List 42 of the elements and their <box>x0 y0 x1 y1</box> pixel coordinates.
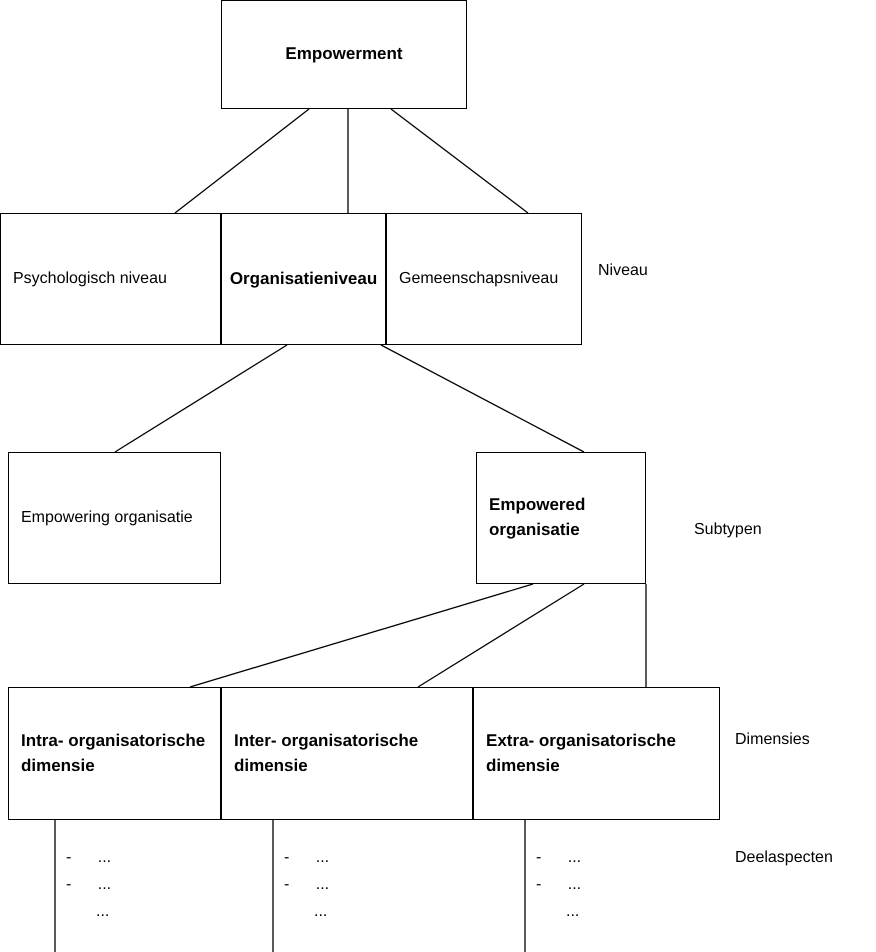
text-box <box>473 687 720 820</box>
list-item: - ... <box>284 875 330 895</box>
box-text: Gemeenschapsniveau <box>399 269 558 290</box>
list-item: ... <box>95 902 110 922</box>
level-label: Niveau <box>598 261 648 281</box>
connector-line <box>390 108 528 214</box>
text-box <box>476 452 646 584</box>
list-item: ... <box>313 902 328 922</box>
connector-line <box>174 108 310 214</box>
list-item: - ... <box>536 875 582 895</box>
box-text: Empowering organisatie <box>21 508 193 528</box>
list-item: ... <box>565 902 580 922</box>
box-text: Intra- organisatorische dimensie <box>21 730 206 776</box>
connector-line <box>114 344 288 453</box>
text-box <box>386 213 582 345</box>
connector-line <box>347 109 349 213</box>
text-box <box>221 687 473 820</box>
list-item: - ... <box>66 875 112 895</box>
level-label: Deelaspecten <box>735 848 833 868</box>
connector-line <box>380 344 584 453</box>
level-label: Dimensies <box>735 730 810 750</box>
connector-line <box>524 820 526 952</box>
box-text: Psychologisch niveau <box>13 269 167 290</box>
box-text: Inter- organisatorische dimensie <box>234 730 420 776</box>
text-box <box>0 213 221 345</box>
connector-line <box>190 583 534 688</box>
list-item: - ... <box>284 848 330 868</box>
connector-line <box>54 820 56 952</box>
connector-line <box>418 583 584 688</box>
connector-line <box>645 584 647 687</box>
text-box <box>221 0 467 109</box>
box-text: Empowered organisatie <box>489 494 586 541</box>
box-text: Organisatieniveau <box>230 268 378 290</box>
list-item: - ... <box>66 848 112 868</box>
text-box <box>8 452 221 584</box>
box-text: Empowerment <box>285 43 403 66</box>
level-label: Subtypen <box>694 520 762 540</box>
text-box <box>221 213 386 345</box>
connector-line <box>272 820 274 952</box>
text-box <box>8 687 221 820</box>
box-text: Extra- organisatorische dimensie <box>486 730 677 776</box>
list-item: - ... <box>536 848 582 868</box>
